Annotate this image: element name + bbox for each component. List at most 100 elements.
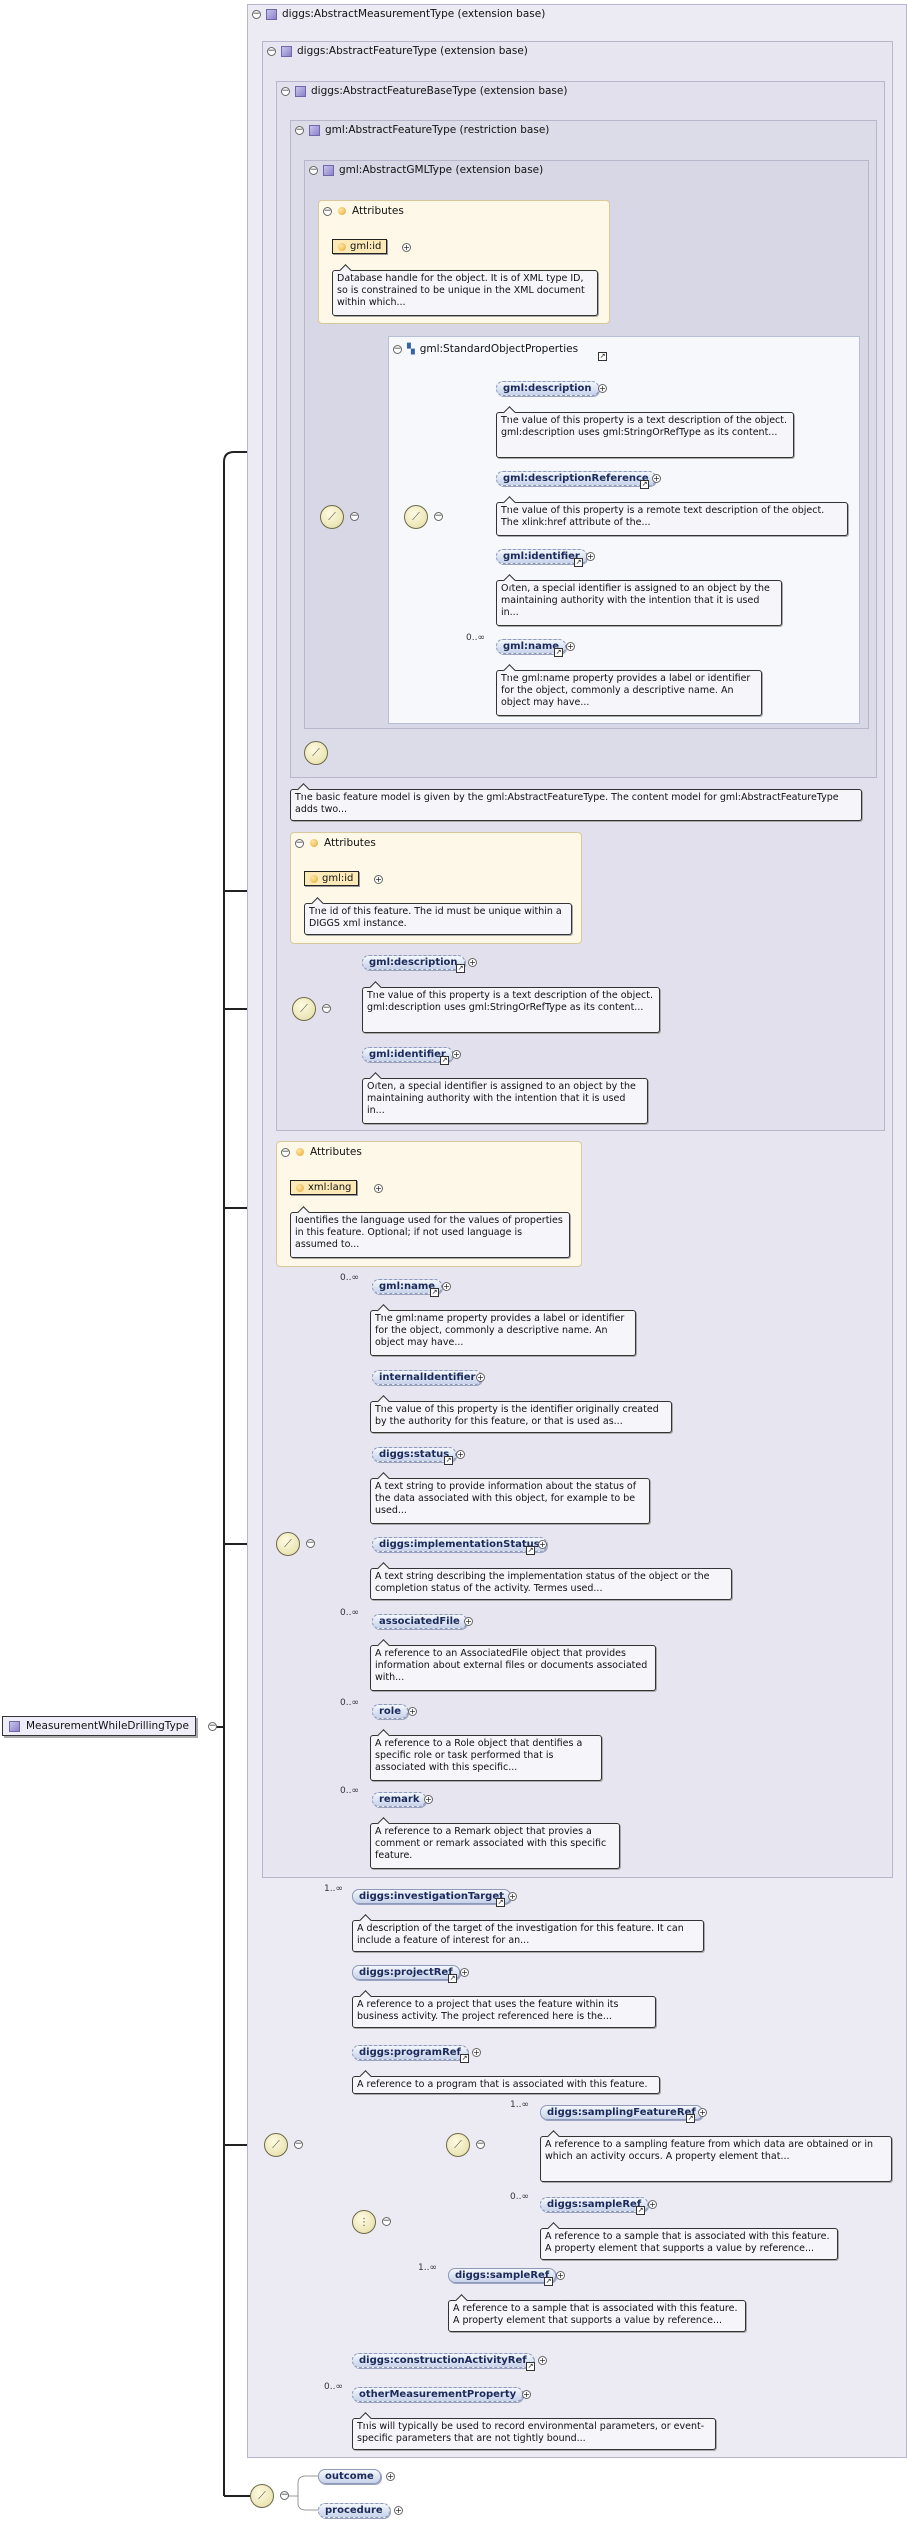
- collapse-toggle[interactable]: −: [350, 511, 359, 521]
- expand-icon[interactable]: +: [402, 243, 411, 252]
- extension-title: diggs:AbstractFeatureType (extension bas…: [297, 45, 528, 57]
- element-diggs-program-ref[interactable]: diggs:programRef: [352, 2045, 468, 2060]
- reference-arrow-icon[interactable]: ↗: [444, 1456, 453, 1465]
- element-gml-description-reference[interactable]: gml:descriptionReference: [496, 471, 656, 486]
- collapse-toggle[interactable]: −: [393, 343, 402, 354]
- doc-annotation: The value of this property is a remote t…: [496, 502, 848, 536]
- element-outcome[interactable]: outcome: [318, 2469, 381, 2484]
- reference-arrow-icon[interactable]: ↗: [496, 1898, 505, 1907]
- attribute-gml-id[interactable]: gml:id: [332, 239, 388, 254]
- expand-icon[interactable]: +: [586, 552, 595, 561]
- collapse-toggle[interactable]: −: [281, 1146, 290, 1157]
- expand-icon[interactable]: +: [394, 2506, 403, 2515]
- element-diggs-project-ref[interactable]: diggs:projectRef: [352, 1965, 460, 1980]
- doc-annotation: Identifies the language used for the val…: [290, 1212, 570, 1258]
- element-gml-description[interactable]: gml:description: [362, 955, 465, 970]
- element-associated-file[interactable]: associatedFile: [372, 1614, 467, 1629]
- collapse-toggle[interactable]: −: [267, 45, 276, 56]
- collapse-toggle[interactable]: −: [280, 2490, 289, 2500]
- reference-arrow-icon[interactable]: ↗: [640, 480, 649, 489]
- group-title: gml:StandardObjectProperties: [419, 343, 579, 355]
- element-diggs-status[interactable]: diggs:status: [372, 1447, 457, 1462]
- collapse-toggle[interactable]: −: [434, 511, 443, 521]
- expand-icon[interactable]: +: [538, 1540, 547, 1549]
- attribute-name: gml:id: [350, 241, 382, 252]
- element-diggs-construction-activity-ref[interactable]: diggs:constructionActivityRef: [352, 2353, 534, 2368]
- reference-arrow-icon[interactable]: ↗: [526, 2362, 535, 2371]
- reference-arrow-icon[interactable]: ↗: [686, 2114, 695, 2123]
- expand-icon[interactable]: +: [452, 1050, 461, 1059]
- reference-arrow-icon[interactable]: ↗: [460, 2054, 469, 2063]
- expand-icon[interactable]: +: [648, 2200, 657, 2209]
- reference-arrow-icon[interactable]: ↗: [636, 2206, 645, 2215]
- element-diggs-sample-ref[interactable]: diggs:sampleRef: [448, 2268, 557, 2283]
- element-diggs-sample-ref[interactable]: diggs:sampleRef: [540, 2197, 649, 2212]
- expand-icon[interactable]: +: [468, 958, 477, 967]
- expand-icon[interactable]: +: [374, 875, 383, 884]
- expand-icon[interactable]: +: [408, 1707, 417, 1716]
- element-gml-name[interactable]: gml:name: [372, 1279, 443, 1294]
- element-diggs-investigation-target[interactable]: diggs:investigationTarget: [352, 1889, 511, 1904]
- element-other-measurement-property[interactable]: otherMeasurementProperty: [352, 2387, 524, 2402]
- element-gml-description[interactable]: gml:description: [496, 381, 599, 396]
- multiplicity: 0..∞: [340, 1698, 359, 1708]
- doc-annotation: A reference to a sampling feature from w…: [540, 2136, 892, 2182]
- attribute-gml-id[interactable]: gml:id: [304, 871, 360, 886]
- element-diggs-implementation-status[interactable]: diggs:implementationStatus: [372, 1537, 547, 1552]
- reference-arrow-icon[interactable]: ↗: [544, 2277, 553, 2286]
- element-role[interactable]: role: [372, 1704, 409, 1719]
- element-procedure[interactable]: procedure: [318, 2503, 390, 2518]
- reference-arrow-icon[interactable]: ↗: [598, 352, 607, 361]
- reference-arrow-icon[interactable]: ↗: [526, 1546, 535, 1555]
- reference-arrow-icon[interactable]: ↗: [430, 1288, 439, 1297]
- collapse-toggle[interactable]: −: [476, 2139, 485, 2149]
- element-gml-identifier[interactable]: gml:identifier: [362, 1047, 453, 1062]
- attribute-icon: [310, 839, 318, 847]
- collapse-toggle[interactable]: −: [306, 1538, 315, 1548]
- reference-arrow-icon[interactable]: ↗: [554, 648, 563, 657]
- feature-doc-annotation: The basic feature model is given by the …: [290, 789, 862, 821]
- element-internal-identifier[interactable]: internalIdentifier: [372, 1370, 483, 1385]
- collapse-toggle[interactable]: −: [295, 837, 304, 848]
- expand-icon[interactable]: +: [538, 2356, 547, 2365]
- expand-icon[interactable]: +: [456, 1450, 465, 1459]
- root-type-box[interactable]: MeasurementWhileDrillingType: [2, 1716, 196, 1736]
- collapse-toggle[interactable]: −: [322, 1003, 331, 1013]
- collapse-toggle[interactable]: −: [208, 1721, 217, 1731]
- reference-arrow-icon[interactable]: ↗: [440, 1056, 449, 1065]
- expand-icon[interactable]: +: [460, 1968, 469, 1977]
- collapse-toggle[interactable]: −: [309, 164, 318, 175]
- expand-icon[interactable]: +: [464, 1617, 473, 1626]
- expand-icon[interactable]: +: [698, 2108, 707, 2117]
- multiplicity: 0..∞: [324, 2382, 343, 2392]
- collapse-toggle[interactable]: −: [252, 8, 261, 19]
- multiplicity: 0..∞: [340, 1273, 359, 1283]
- expand-icon[interactable]: +: [652, 474, 661, 483]
- reference-arrow-icon[interactable]: ↗: [448, 1974, 457, 1983]
- collapse-toggle[interactable]: −: [295, 124, 304, 135]
- collapse-toggle[interactable]: −: [323, 205, 332, 216]
- reference-arrow-icon[interactable]: ↗: [574, 558, 583, 567]
- element-remark[interactable]: remark: [372, 1792, 427, 1807]
- reference-arrow-icon[interactable]: ↗: [456, 964, 465, 973]
- attributes-label: Attributes: [310, 1146, 362, 1158]
- collapse-toggle[interactable]: −: [294, 2139, 303, 2149]
- expand-icon[interactable]: +: [566, 642, 575, 651]
- expand-icon[interactable]: +: [556, 2271, 565, 2280]
- expand-icon[interactable]: +: [374, 1184, 383, 1193]
- expand-icon[interactable]: +: [386, 2472, 395, 2481]
- element-gml-name[interactable]: gml:name: [496, 639, 567, 654]
- expand-icon[interactable]: +: [476, 1373, 485, 1382]
- attribute-xml-lang[interactable]: xml:lang: [290, 1180, 358, 1195]
- expand-icon[interactable]: +: [442, 1282, 451, 1291]
- doc-annotation: A reference to a sample that is associat…: [540, 2228, 838, 2260]
- collapse-toggle[interactable]: −: [281, 85, 290, 96]
- expand-icon[interactable]: +: [598, 384, 607, 393]
- expand-icon[interactable]: +: [522, 2390, 531, 2399]
- expand-icon[interactable]: +: [472, 2048, 481, 2057]
- expand-icon[interactable]: +: [424, 1795, 433, 1804]
- collapse-toggle[interactable]: −: [382, 2216, 391, 2226]
- element-diggs-sampling-feature-ref[interactable]: diggs:samplingFeatureRef: [540, 2105, 703, 2120]
- expand-icon[interactable]: +: [508, 1892, 517, 1901]
- extension-title: diggs:AbstractFeatureBaseType (extension…: [311, 85, 568, 97]
